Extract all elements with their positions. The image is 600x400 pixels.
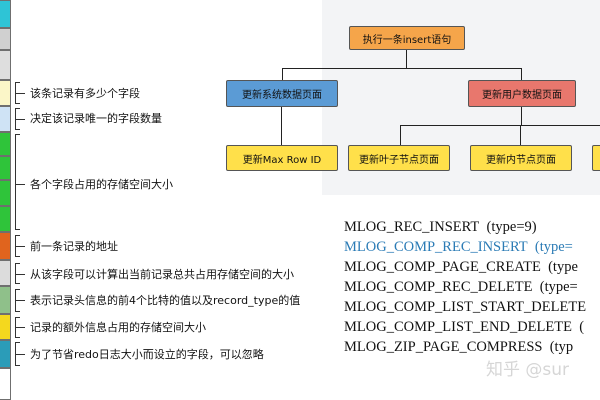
- flow-connector: [400, 125, 401, 145]
- bracket-tick: [15, 256, 20, 257]
- bracket-line: [15, 235, 16, 257]
- record-label-field-count: 该条记录有多少个字段: [30, 87, 140, 100]
- bracket-tick: [15, 229, 20, 230]
- record-format-panel: 该条记录有多少个字段 决定该记录唯一的字段数量 各个字段占用的存储空间大小 前一…: [0, 0, 301, 400]
- field-segment-white: [0, 368, 11, 400]
- mlog-type-item: MLOG_COMP_REC_DELETE (type=: [344, 279, 578, 295]
- field-segment-grey: [0, 28, 11, 50]
- bracket-tick: [15, 108, 20, 109]
- bracket-pointer: [16, 93, 25, 94]
- field-segment-teal: [0, 340, 11, 368]
- flow-connector: [520, 125, 521, 145]
- bracket-pointer: [16, 274, 25, 275]
- field-segment-orange: [0, 232, 11, 260]
- bracket-pointer: [16, 300, 25, 301]
- flow-internal-page: 更新内节点页面: [470, 145, 572, 171]
- bracket-tick: [15, 82, 20, 83]
- bracket-tick: [15, 283, 20, 284]
- flow-connector: [282, 68, 283, 80]
- bracket-line: [15, 134, 16, 230]
- field-segment-green-2: [0, 156, 11, 180]
- bracket-tick: [15, 337, 20, 338]
- mlog-type-item: MLOG_ZIP_PAGE_COMPRESS (typ: [344, 339, 574, 355]
- flow-connector: [521, 68, 522, 80]
- bracket-tick: [15, 235, 20, 236]
- mlog-type-item: MLOG_COMP_PAGE_CREATE (type: [344, 259, 578, 275]
- bracket-tick: [15, 342, 20, 343]
- mlog-type-item: MLOG_COMP_LIST_START_DELETE: [344, 299, 587, 315]
- flow-root-insert: 执行一条insert语句: [349, 26, 465, 50]
- watermark: 知乎 @sur: [486, 360, 570, 380]
- mlog-type-item: MLOG_COMP_LIST_END_DELETE (: [344, 319, 585, 335]
- bracket-tick: [15, 263, 20, 264]
- field-segment-cyan: [0, 0, 11, 28]
- bracket-pointer: [16, 184, 25, 185]
- bracket-tick: [15, 311, 20, 312]
- field-segment-grey-3: [0, 260, 11, 286]
- field-segment-lightblue: [0, 106, 11, 132]
- bracket-tick: [15, 134, 20, 135]
- bracket-tick: [15, 317, 20, 318]
- field-segment-green-4: [0, 206, 11, 232]
- field-segment-sage: [0, 286, 11, 314]
- flow-connector: [521, 107, 522, 125]
- flow-connector: [406, 50, 407, 69]
- record-label-prev-address: 前一条记录的地址: [30, 240, 118, 253]
- field-segment-green-1: [0, 132, 11, 156]
- record-label-redo-padding: 为了节省redo日志大小而设立的字段，可以忽略: [30, 348, 264, 361]
- mlog-type-list: [322, 195, 600, 400]
- bracket-line: [15, 82, 16, 104]
- bracket-pointer: [16, 354, 25, 355]
- flow-max-row-id: 更新Max Row ID: [226, 145, 338, 171]
- bracket-tick: [15, 365, 20, 366]
- record-label-header-bits: 表示记录头信息的前4个比特的值以及record_type的值: [30, 294, 301, 307]
- bracket-tick: [15, 289, 20, 290]
- flow-extra-node: [592, 145, 600, 171]
- mlog-type-item-highlight: MLOG_COMP_REC_INSERT (type=: [344, 239, 573, 255]
- record-label-extra-info: 记录的额外信息占用的存储空间大小: [30, 321, 206, 334]
- record-label-unique-fields: 决定该记录唯一的字段数量: [30, 112, 162, 125]
- bracket-tick: [15, 103, 20, 104]
- field-segment-grey-2: [0, 50, 11, 80]
- flow-connector: [282, 68, 522, 69]
- bracket-line: [15, 317, 16, 338]
- bracket-pointer: [16, 119, 25, 120]
- record-label-field-sizes: 各个字段占用的存储空间大小: [30, 178, 173, 191]
- flow-connector: [400, 125, 600, 126]
- bracket-line: [15, 263, 16, 284]
- flow-user-page: 更新用户数据页面: [468, 80, 576, 107]
- flow-leaf-page: 更新叶子节点页面: [348, 145, 450, 171]
- field-segment-yellow: [0, 314, 11, 340]
- bracket-pointer: [16, 246, 25, 247]
- bracket-tick: [15, 129, 20, 130]
- bracket-line: [15, 342, 16, 366]
- flow-system-page: 更新系统数据页面: [226, 80, 338, 107]
- mlog-type-item: MLOG_REC_INSERT (type=9): [344, 219, 537, 235]
- bracket-pointer: [16, 327, 25, 328]
- bracket-line: [15, 289, 16, 312]
- field-segment-lightyellow: [0, 80, 11, 106]
- flow-connector: [281, 107, 282, 145]
- field-segment-green-3: [0, 180, 11, 206]
- record-label-total-size: 从该字段可以计算出当前记录总共占用存储空间的大小: [30, 268, 294, 281]
- bracket-line: [15, 108, 16, 130]
